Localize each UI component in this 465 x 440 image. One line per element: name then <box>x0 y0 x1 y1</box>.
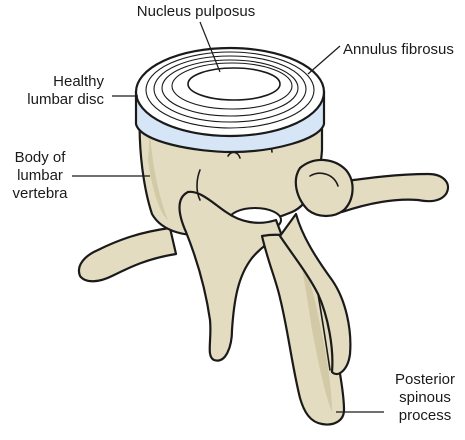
annulus-ring-3 <box>161 59 299 117</box>
annulus-ring-2 <box>153 55 307 123</box>
label-body-line-3: vertebra <box>12 185 68 202</box>
label-body-line-2: lumbar <box>17 167 63 184</box>
vertebral-body-shade <box>148 130 168 220</box>
right-articular-process <box>294 158 354 218</box>
articular-facet <box>309 172 339 187</box>
left-transverse-process <box>77 226 178 283</box>
annulus-ring-4 <box>171 62 293 110</box>
label-annulus-fibrosus: Annulus fibrosus <box>343 41 454 58</box>
label-disc-line-2: lumbar disc <box>27 91 104 108</box>
leader-annulus <box>307 45 341 75</box>
nucleus-shape <box>187 67 281 101</box>
label-spinous-line-2: spinous <box>399 389 451 406</box>
label-nucleus-pulposus: Nucleus pulposus <box>137 3 255 20</box>
body-detail-3 <box>196 169 201 201</box>
right-transverse-process <box>336 172 450 214</box>
left-lamina <box>178 190 284 362</box>
label-disc-line-1: Healthy <box>53 73 104 90</box>
label-spinous-line-3: process <box>399 407 452 424</box>
leader-nucleus <box>199 21 221 73</box>
label-spinous-line-1: Posterior <box>395 371 455 388</box>
right-lamina <box>278 212 352 376</box>
annulus-ring-1 <box>145 51 315 129</box>
spinous-process-shade <box>300 256 332 412</box>
label-body-line-1: Body of <box>15 149 67 166</box>
